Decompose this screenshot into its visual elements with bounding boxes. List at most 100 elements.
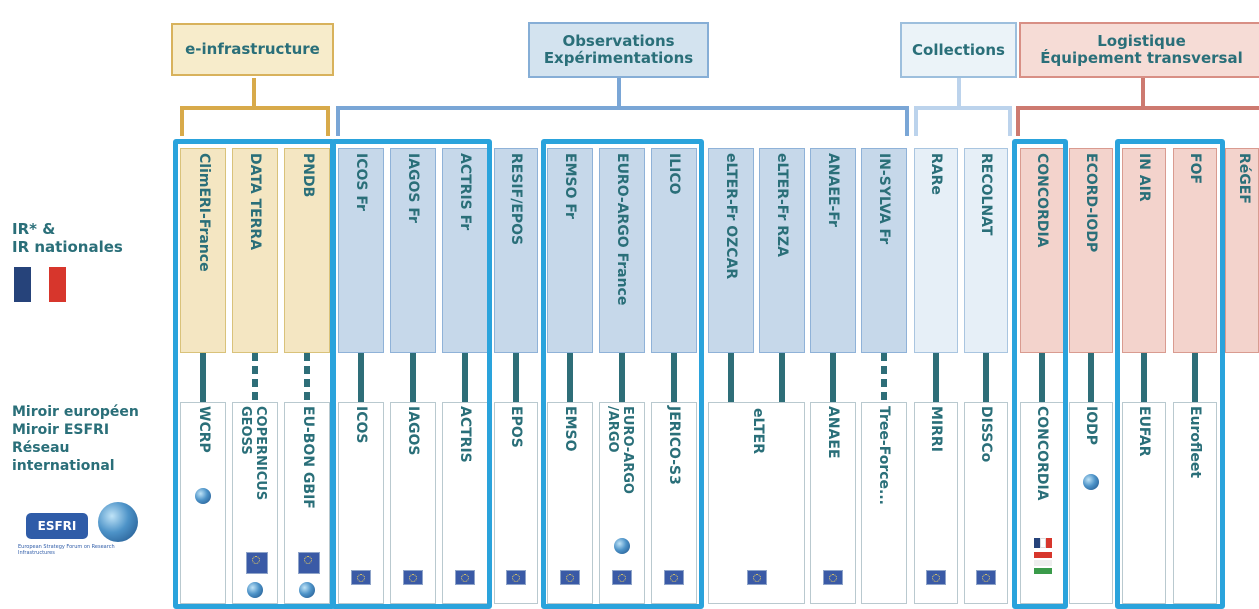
label-dissco: DISSCo <box>978 406 994 463</box>
label-elter-ozcar: eLTER-Fr OZCAR <box>723 153 739 280</box>
national-box-euroargo <box>599 148 645 353</box>
eu-flag-icon <box>403 570 423 585</box>
label-ecord-iodp: ECORD-IODP <box>1083 153 1099 253</box>
label-icos: ICOS <box>353 406 369 444</box>
label-fof: FOF <box>1187 153 1203 185</box>
mirror-box-iodp <box>1069 402 1113 604</box>
label-mirri: MIRRI <box>928 406 944 452</box>
highlight-frame-atmosphere <box>331 139 492 609</box>
category-label: e-infrastructure <box>185 40 320 58</box>
label-actris-fr: ACTRIS Fr <box>457 153 473 231</box>
connector <box>619 353 625 402</box>
category-label-line1: Observations <box>562 32 675 50</box>
globe-icon <box>247 582 263 598</box>
highlight-frame-e-infra <box>173 139 335 609</box>
connector <box>830 353 836 402</box>
eu-flag-icon <box>351 570 371 585</box>
label-geoss: GEOSS <box>238 406 253 455</box>
national-box-anaee <box>810 148 856 353</box>
highlight-frame-ocean <box>541 139 704 609</box>
globe-icon <box>98 502 138 542</box>
mirror-box-tree-force <box>861 402 907 604</box>
esfri-caption-text: European Strategy Forum on Research Infr… <box>18 544 115 556</box>
mirror-box-copernicus <box>232 402 278 604</box>
label-copernicus-geoss: COPERNICUS GEOSS <box>238 406 268 500</box>
national-box-iagos <box>390 148 436 353</box>
globe-icon <box>299 582 315 598</box>
label-in-air: IN AIR <box>1136 153 1152 202</box>
label-concordia: CONCORDIA <box>1034 406 1050 501</box>
eu-flag-icon <box>612 570 632 585</box>
national-box-in-air <box>1122 148 1166 353</box>
miroir-label-line3: Réseau <box>12 440 70 456</box>
eu-flag-icon <box>823 570 843 585</box>
national-box-pndb <box>284 148 330 353</box>
connector <box>462 353 468 402</box>
connector <box>1192 353 1198 402</box>
esfri-logo-text: ESFRI <box>37 519 77 533</box>
label-iagos-fr: IAGOS Fr <box>405 153 421 223</box>
label-anaee: ANAEE <box>825 406 841 459</box>
connector <box>1088 353 1094 402</box>
eu-flag-icon <box>298 552 320 574</box>
label-copernicus: COPERNICUS <box>253 406 268 501</box>
esfri-caption: European Strategy Forum on Research Infr… <box>18 544 118 556</box>
label-elter: eLTER <box>750 408 766 454</box>
miroir-label-line2: Miroir ESFRI <box>12 422 110 438</box>
label-pndb: PNDB <box>300 153 316 198</box>
ir-label-line2: IR nationales <box>12 238 123 256</box>
national-box-in-sylva <box>861 148 907 353</box>
label-emso-fr: EMSO Fr <box>562 153 578 219</box>
category-label: Collections <box>912 40 1005 59</box>
label-resif-epos: RESIF/EPOS <box>508 153 524 246</box>
ir-label-line1: IR* & <box>12 220 56 238</box>
national-box-elter-ozcar <box>708 148 754 353</box>
connector <box>410 353 416 402</box>
eu-flag-icon <box>455 570 475 585</box>
category-label-group: Logistique Équipement transversal <box>1040 33 1242 67</box>
label-icos-fr: ICOS Fr <box>353 153 369 211</box>
eu-flag-icon <box>560 570 580 585</box>
label-euro-argo-line2: /ARGO <box>605 406 620 453</box>
category-collections: Collections <box>900 22 1017 78</box>
national-box-fof <box>1173 148 1217 353</box>
label-euro-argo-france: EURO-ARGO France <box>614 153 630 306</box>
connector <box>779 353 785 402</box>
connector <box>1141 353 1147 402</box>
national-box-climeri <box>180 148 226 353</box>
category-label-line2: Expérimentations <box>543 49 694 67</box>
eu-flag-icon <box>926 570 946 585</box>
esfri-logo: ESFRI <box>26 513 88 539</box>
national-box-ecord <box>1069 148 1113 353</box>
mirror-box-anaee <box>810 402 856 604</box>
national-box-emso <box>547 148 593 353</box>
label-ilico: ILICO <box>666 153 682 195</box>
mirror-box-eurofleet <box>1173 402 1217 604</box>
miroir-label-line1: Miroir européen <box>12 404 139 420</box>
label-eufar: EUFAR <box>1136 406 1152 457</box>
french-flag-icon <box>14 267 66 302</box>
label-recolnat: RECOLNAT <box>978 153 994 236</box>
connector <box>358 353 364 402</box>
label-euro-argo-line1: EURO-ARGO <box>620 406 635 494</box>
category-logistique: Logistique Équipement transversal <box>1019 22 1259 78</box>
label-iagos: IAGOS <box>405 406 421 456</box>
national-box-ilico <box>651 148 697 353</box>
globe-icon <box>195 488 211 504</box>
national-box-icos <box>338 148 384 353</box>
national-box-rare <box>914 148 958 353</box>
connector <box>728 353 734 402</box>
connector-dashed <box>252 353 258 402</box>
ir-nationales-label: IR* & IR nationales <box>12 220 123 256</box>
label-euro-argo: EURO-ARGO /ARGO <box>605 406 635 494</box>
connector-dashed <box>304 353 310 402</box>
globe-icon <box>614 538 630 554</box>
label-wcrp: WCRP <box>196 406 212 453</box>
national-box-recolnat <box>964 148 1008 353</box>
connector <box>671 353 677 402</box>
highlight-frame-air-fleet <box>1115 139 1225 609</box>
category-label-line2: Équipement transversal <box>1040 49 1243 67</box>
label-eu-bon-gbif: EU-BON GBIF <box>300 406 316 509</box>
eu-flag-icon <box>506 570 526 585</box>
category-label-group: Observations Expérimentations <box>544 33 693 67</box>
